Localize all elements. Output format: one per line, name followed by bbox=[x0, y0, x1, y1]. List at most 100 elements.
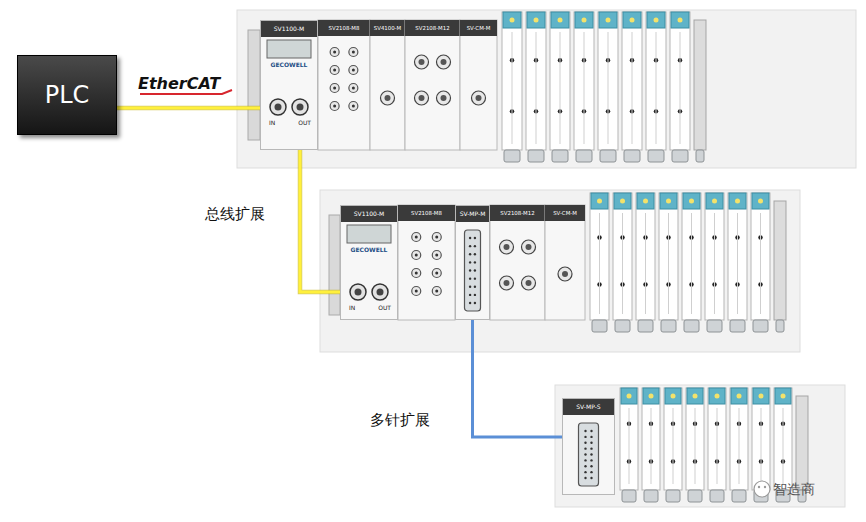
valve-coil bbox=[753, 388, 769, 404]
db-pin bbox=[590, 471, 592, 473]
power-port bbox=[558, 267, 572, 281]
db-pin bbox=[469, 245, 471, 247]
module-header bbox=[490, 205, 545, 221]
io-module bbox=[405, 20, 460, 150]
end-plate bbox=[796, 396, 808, 490]
valve-body bbox=[613, 193, 632, 320]
cable-outline bbox=[300, 150, 340, 292]
m12-pin bbox=[441, 59, 447, 65]
m12-pin bbox=[504, 244, 510, 250]
bus-port-pin bbox=[355, 289, 362, 296]
module-header: SV-MP-S bbox=[563, 399, 614, 415]
db-pin bbox=[474, 286, 476, 288]
valve-led bbox=[654, 18, 659, 23]
end-plate bbox=[774, 201, 786, 320]
valve-coil bbox=[729, 193, 746, 209]
valve-coil bbox=[643, 388, 659, 404]
db-pin bbox=[474, 294, 476, 296]
valve-body bbox=[636, 193, 655, 320]
db-pin bbox=[469, 253, 471, 255]
valve-coil bbox=[599, 12, 617, 28]
port-label: OUT bbox=[378, 304, 391, 312]
valve-coil bbox=[591, 193, 608, 209]
air-fitting bbox=[776, 320, 784, 332]
db-pin bbox=[584, 465, 586, 467]
air-fitting bbox=[638, 320, 653, 332]
valve-body bbox=[774, 388, 792, 490]
valve-body bbox=[598, 12, 618, 150]
bus-port-pin bbox=[275, 104, 282, 111]
air-fitting bbox=[648, 150, 664, 162]
valve-rib bbox=[680, 32, 681, 144]
m8-port bbox=[412, 233, 421, 242]
edge-label: 总线扩展 bbox=[205, 204, 265, 224]
db-pin bbox=[590, 459, 592, 461]
db-pin bbox=[584, 447, 586, 449]
m12-pin bbox=[504, 280, 510, 286]
port-label: IN bbox=[269, 119, 275, 127]
valve-coil bbox=[683, 193, 700, 209]
cable-outline bbox=[473, 320, 563, 437]
end-plate bbox=[248, 30, 260, 140]
watermark: 智造商 bbox=[773, 480, 815, 498]
valve-coil bbox=[731, 388, 747, 404]
module-header-label: SV-CM-M bbox=[545, 205, 585, 221]
db-pin bbox=[469, 302, 471, 304]
db-connector bbox=[579, 423, 599, 486]
power-port bbox=[381, 91, 395, 105]
valve-rib bbox=[632, 32, 633, 144]
module-header-label: SV2108-M12 bbox=[490, 205, 545, 221]
m12-pin bbox=[419, 95, 425, 101]
m12-port bbox=[415, 55, 429, 69]
valve-coil bbox=[775, 388, 791, 404]
air-fitting bbox=[644, 490, 658, 502]
air-fitting bbox=[666, 490, 680, 502]
m12-port bbox=[522, 240, 536, 254]
db-pin bbox=[590, 436, 592, 438]
island-panel bbox=[320, 190, 800, 352]
valve-body bbox=[705, 193, 724, 320]
air-fitting bbox=[661, 320, 676, 332]
module-header bbox=[545, 205, 585, 221]
valve-led bbox=[649, 394, 654, 399]
valve-led bbox=[715, 394, 720, 399]
m12-port bbox=[437, 91, 451, 105]
valve-rib bbox=[629, 408, 630, 484]
valve-led bbox=[758, 199, 763, 204]
valve-coil bbox=[665, 388, 681, 404]
valve-led bbox=[678, 18, 683, 23]
valve-rib bbox=[560, 32, 561, 144]
air-fitting bbox=[552, 150, 568, 162]
valve-rib bbox=[739, 408, 740, 484]
db-pin bbox=[590, 453, 592, 455]
db-pin bbox=[584, 471, 586, 473]
edge-label: 多针扩展 bbox=[370, 410, 430, 430]
air-fitting bbox=[624, 150, 640, 162]
air-fitting bbox=[600, 150, 616, 162]
island-panel bbox=[237, 10, 856, 168]
valve-led bbox=[627, 394, 632, 399]
ethercat-cable bbox=[300, 150, 340, 292]
valve-led bbox=[781, 394, 786, 399]
valve-rib bbox=[714, 213, 715, 314]
io-module bbox=[545, 205, 585, 320]
valve-rib bbox=[599, 213, 600, 314]
valve-body bbox=[664, 388, 682, 490]
m12-pin bbox=[526, 244, 532, 250]
module-header bbox=[405, 20, 460, 36]
multipin-module: SV-MP-M bbox=[455, 205, 490, 320]
m8-pin bbox=[333, 51, 336, 54]
db-pin bbox=[590, 465, 592, 467]
db-pin bbox=[474, 302, 476, 304]
db-pin bbox=[590, 442, 592, 444]
module-header bbox=[460, 20, 497, 36]
m8-port bbox=[330, 66, 339, 75]
valve-coil bbox=[623, 12, 641, 28]
module-header bbox=[370, 20, 405, 36]
valve-rib bbox=[668, 213, 669, 314]
m8-port bbox=[432, 233, 441, 242]
valve-rib bbox=[737, 213, 738, 314]
watermark-icon-eye bbox=[764, 486, 766, 488]
